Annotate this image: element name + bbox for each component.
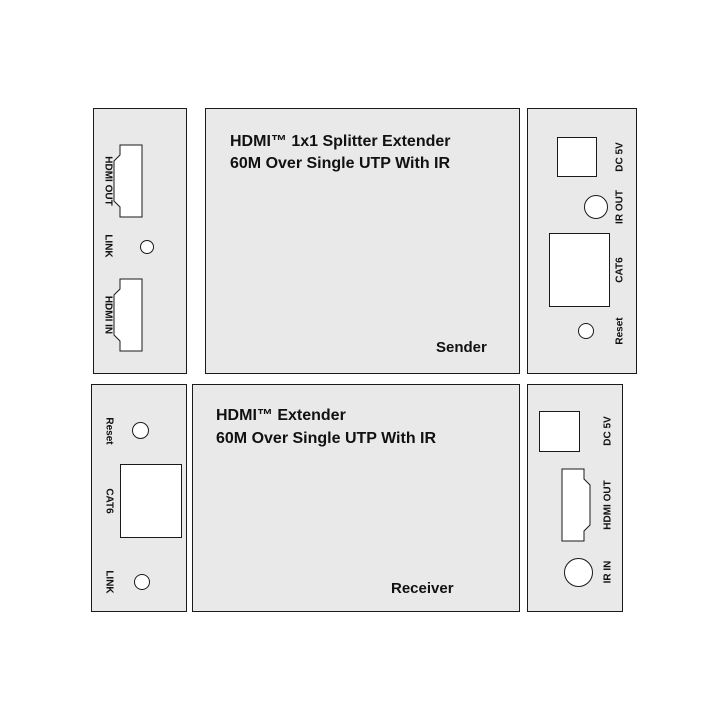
- receiver-name-label: Receiver: [391, 580, 454, 597]
- receiver-hdmi-out-label: HDMI OUT: [602, 480, 614, 530]
- sender-dc5v-port: [557, 137, 597, 177]
- sender-hdmi-out-port: [113, 144, 143, 218]
- sender-title-line1: HDMI™ 1x1 Splitter Extender: [230, 133, 451, 150]
- sender-cat6-label: CAT6: [614, 257, 626, 283]
- receiver-right-panel: DC 5V HDMI OUT IR IN: [527, 384, 623, 612]
- sender-reset-label: Reset: [614, 317, 626, 345]
- receiver-dc5v-port: [539, 411, 580, 452]
- sender-top-panel: HDMI™ 1x1 Splitter Extender 60M Over Sin…: [205, 108, 520, 374]
- receiver-reset-label: Reset: [103, 417, 115, 445]
- receiver-hdmi-out-port: [561, 468, 591, 542]
- sender-hdmi-in-label: HDMI IN: [102, 295, 114, 335]
- receiver-top-panel: HDMI™ Extender 60M Over Single UTP With …: [192, 384, 520, 612]
- receiver-ir-in-jack: [564, 558, 593, 587]
- sender-right-panel: DC 5V IR OUT CAT6 Reset: [527, 108, 637, 374]
- receiver-title-line1: HDMI™ Extender: [216, 407, 346, 424]
- sender-dc5v-label: DC 5V: [614, 142, 626, 172]
- receiver-reset-button: [132, 422, 149, 439]
- receiver-link-label: LINK: [103, 570, 115, 594]
- sender-ir-out-jack: [584, 195, 608, 219]
- receiver-ir-in-label: IR IN: [602, 560, 614, 584]
- sender-left-panel: HDMI OUT LINK HDMI IN: [93, 108, 187, 374]
- sender-hdmi-out-label: HDMI OUT: [102, 156, 114, 206]
- sender-title-line2: 60M Over Single UTP With IR: [230, 155, 451, 172]
- sender-hdmi-in-port: [113, 278, 143, 352]
- sender-name-label: Sender: [436, 339, 487, 356]
- sender-link-label: LINK: [102, 234, 114, 258]
- sender-ir-out-label: IR OUT: [614, 190, 626, 224]
- receiver-link-led: [134, 574, 150, 590]
- sender-link-led: [140, 240, 154, 254]
- sender-cat6-port: [549, 233, 610, 307]
- receiver-dc5v-label: DC 5V: [602, 416, 614, 446]
- receiver-title-line2: 60M Over Single UTP With IR: [216, 430, 437, 447]
- sender-reset-button: [578, 323, 594, 339]
- receiver-left-panel: Reset CAT6 LINK: [91, 384, 187, 612]
- receiver-cat6-label: CAT6: [103, 488, 115, 514]
- receiver-cat6-port: [120, 464, 182, 538]
